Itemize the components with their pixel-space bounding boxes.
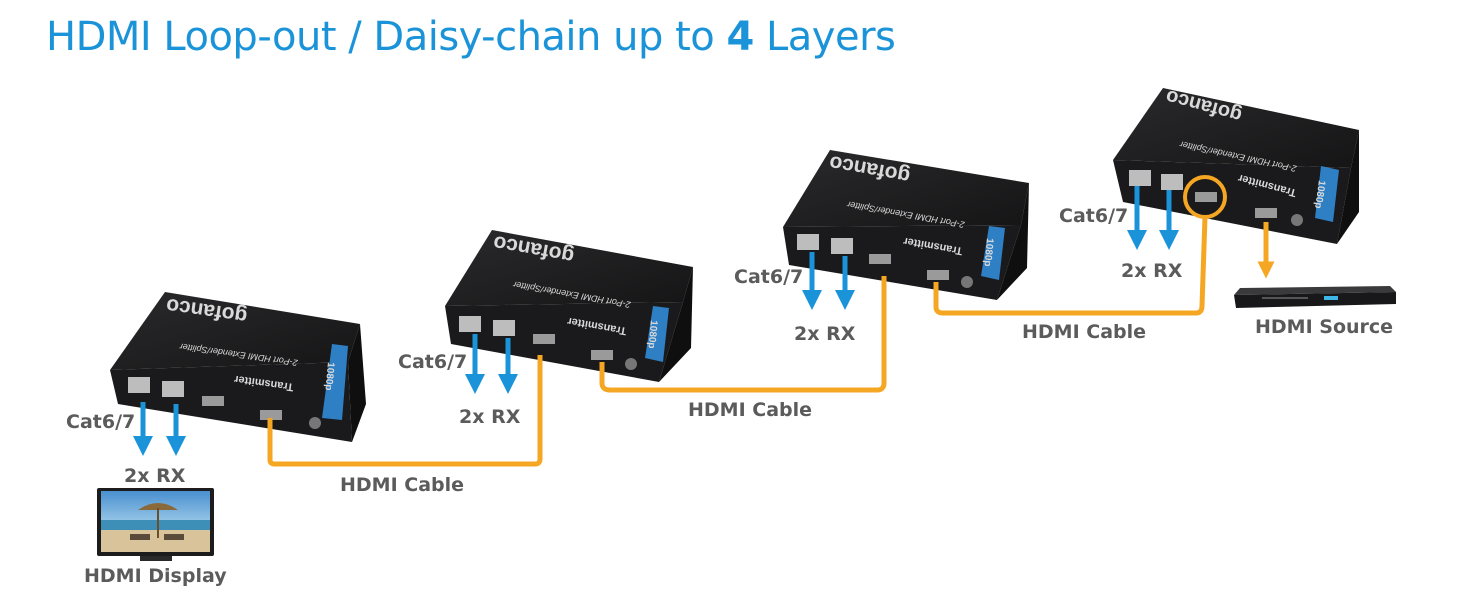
cat-arrows-device-4 [1127, 186, 1179, 250]
rx-label-3: 2x RX [794, 323, 856, 345]
hdmi-port [869, 254, 891, 264]
player-tray [1262, 297, 1308, 299]
rj45-port [797, 234, 819, 250]
player-display [1324, 296, 1338, 300]
cat-arrows-device-3 [802, 252, 855, 310]
rj45-port [162, 381, 184, 397]
rj45-port [459, 316, 481, 332]
hdmi-port [1195, 192, 1217, 202]
cable-label-2: HDMI Cable [688, 399, 812, 421]
title-number: 4 [726, 14, 754, 60]
device-badge [981, 226, 1005, 280]
tv-chair [130, 534, 150, 540]
rj45-port [493, 320, 515, 336]
hdmi-cable-2 [599, 276, 887, 393]
extender-device-2: gofanco 2-Port HDMI Extender/Splitter Tr… [445, 230, 693, 382]
page-title: HDMI Loop-out / Daisy-chain up to 4 Laye… [46, 14, 896, 60]
power-jack [309, 417, 321, 429]
device-side-face [659, 267, 693, 382]
device-badge-text: 1080p [646, 320, 659, 349]
cable-label-3: HDMI Cable [1022, 321, 1146, 343]
device-side-face [1337, 130, 1359, 244]
rx-label-2: 2x RX [459, 406, 521, 428]
tv-sand [101, 530, 210, 552]
title-prefix: HDMI Loop-out / Daisy-chain up to [46, 14, 727, 60]
device-badge [1315, 166, 1339, 222]
device-top-face [445, 230, 693, 306]
tv-sea [101, 520, 210, 530]
power-jack [625, 358, 637, 370]
device-badge [645, 306, 669, 362]
player-front [1234, 292, 1396, 308]
extender-device-1: gofanco 2-Port HDMI Extender/Splitter Tr… [110, 292, 366, 442]
cat-arrows-device-2 [465, 334, 518, 394]
device-badge-text: 1080p [323, 362, 336, 391]
hdmi-port [1255, 208, 1277, 218]
cat-label-3: Cat6/7 [734, 266, 803, 288]
device-top-face [110, 292, 360, 370]
bluray-player-icon [1234, 286, 1396, 308]
display-label: HDMI Display [84, 565, 227, 587]
source-label: HDMI Source [1255, 316, 1393, 338]
tv-parasol [138, 503, 178, 510]
rj45-port [1161, 174, 1183, 190]
device-front-face [110, 362, 352, 442]
extender-device-3: gofanco 2-Port HDMI Extender/Splitter Tr… [783, 150, 1029, 300]
hdmi-port [927, 270, 949, 280]
rj45-port [831, 238, 853, 254]
hdmi-port [202, 396, 224, 406]
rj45-port [1129, 170, 1151, 186]
rj45-port [128, 377, 150, 393]
cat-label-4: Cat6/7 [1059, 205, 1128, 227]
device-badge-text: 1080p [982, 238, 995, 267]
hdmi-cable-1 [267, 355, 543, 467]
cable-label-1: HDMI Cable [340, 474, 464, 496]
hdmi-port [260, 410, 282, 420]
device-top-face [783, 150, 1029, 227]
extender-device-4: gofanco 2-Port HDMI Extender/Splitter Tr… [1113, 85, 1359, 244]
hdmi-port [533, 334, 555, 344]
title-suffix: Layers [753, 14, 896, 60]
power-jack [1291, 214, 1303, 226]
device-badge-text: 1080p [1312, 180, 1327, 210]
device-top-face [1113, 88, 1359, 168]
power-jack [961, 276, 973, 288]
device-side-face [348, 324, 366, 442]
rx-label-1: 2x RX [124, 465, 186, 487]
cat-label-1: Cat6/7 [66, 411, 135, 433]
tv-display-icon [97, 488, 214, 561]
cat-arrows-device-1 [133, 402, 186, 456]
device-side-face [997, 183, 1029, 300]
cat-label-2: Cat6/7 [398, 351, 467, 373]
hdmi-port [591, 350, 613, 360]
device-badge [322, 344, 348, 420]
rx-label-4: 2x RX [1121, 260, 1183, 282]
hdmi-cable-3 [933, 216, 1208, 316]
tv-chair [164, 534, 184, 540]
tv-stand [140, 556, 172, 561]
